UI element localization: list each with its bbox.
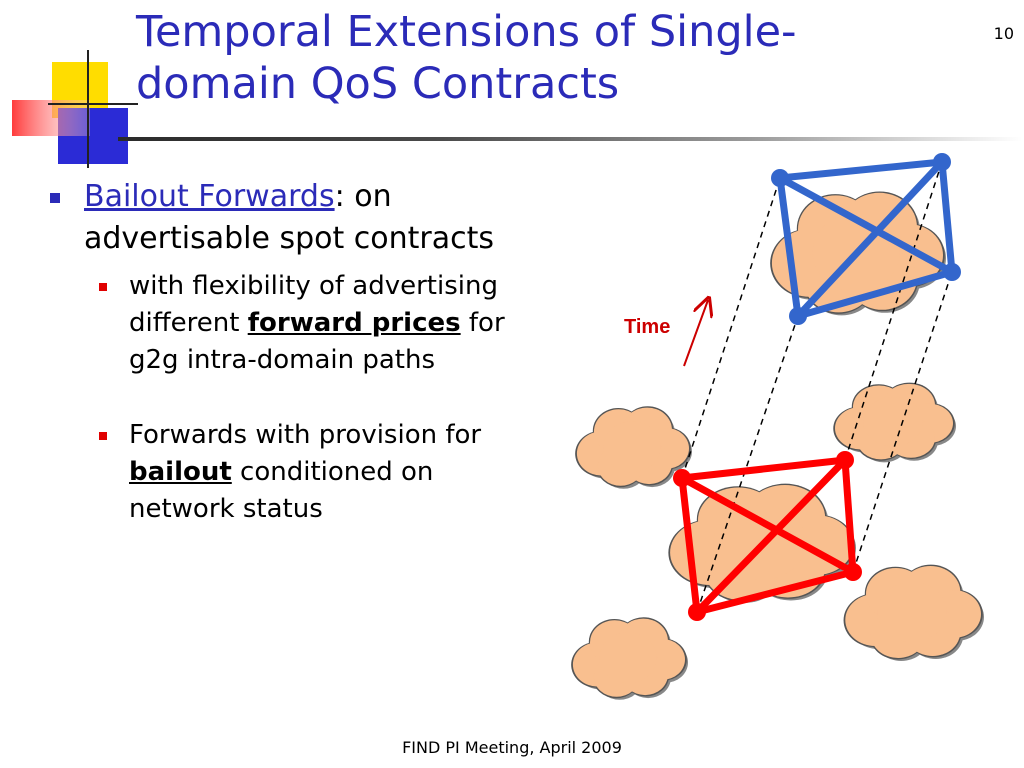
bailout-forwards-link[interactable]: Bailout Forwards bbox=[84, 179, 335, 214]
title-underline bbox=[118, 137, 1022, 141]
future-node bbox=[943, 263, 961, 281]
projection-line bbox=[844, 161, 943, 461]
bullet-marker bbox=[50, 193, 60, 203]
sub-bullet-text: conditioned on network status bbox=[129, 457, 434, 524]
sub-bullet-bailout: Forwards with provision for bailout cond… bbox=[48, 417, 528, 528]
future-diagonal-link bbox=[776, 174, 956, 276]
current-node bbox=[688, 603, 706, 621]
sub-bullet-text: for g2g intra-domain paths bbox=[129, 308, 505, 375]
projection-line bbox=[696, 315, 799, 613]
network-time-diagram bbox=[571, 153, 984, 700]
slide-footer: FIND PI Meeting, April 2009 bbox=[402, 738, 622, 757]
sub-bullet-marker bbox=[99, 283, 107, 291]
current-node bbox=[844, 563, 862, 581]
projection-line bbox=[852, 271, 953, 573]
sub-bullet-text: Forwards with provision for bbox=[129, 420, 482, 450]
decorative-corner-graphic bbox=[12, 50, 138, 168]
sub-bullet-text: with flexibility of advertising differen… bbox=[129, 271, 498, 338]
red-gradient-bar bbox=[12, 100, 90, 136]
forward-prices-emphasis: forward prices bbox=[247, 308, 461, 338]
current-diagonal-link bbox=[678, 474, 857, 576]
slide-number: 10 bbox=[993, 24, 1014, 43]
future-node bbox=[789, 307, 807, 325]
future-diagonal-link bbox=[794, 158, 946, 320]
bullet-text: : on advertisable spot contracts bbox=[84, 179, 495, 256]
slide-title: Temporal Extensions of Single-domain QoS… bbox=[136, 7, 797, 109]
bailout-emphasis: bailout bbox=[129, 457, 232, 487]
bullet-bailout-forwards: Bailout Forwards: on advertisable spot c… bbox=[48, 176, 528, 260]
future-node bbox=[771, 169, 789, 187]
projection-line bbox=[681, 177, 781, 479]
time-label: Time bbox=[624, 316, 671, 338]
current-node bbox=[673, 469, 691, 487]
future-node bbox=[933, 153, 951, 171]
sub-bullet-marker bbox=[99, 432, 107, 440]
current-diagonal-link bbox=[693, 456, 849, 616]
sub-bullet-forward-prices: with flexibility of advertising differen… bbox=[48, 268, 528, 379]
current-node bbox=[836, 451, 854, 469]
bullet-list: Bailout Forwards: on advertisable spot c… bbox=[48, 176, 528, 528]
time-arrow bbox=[683, 300, 708, 367]
